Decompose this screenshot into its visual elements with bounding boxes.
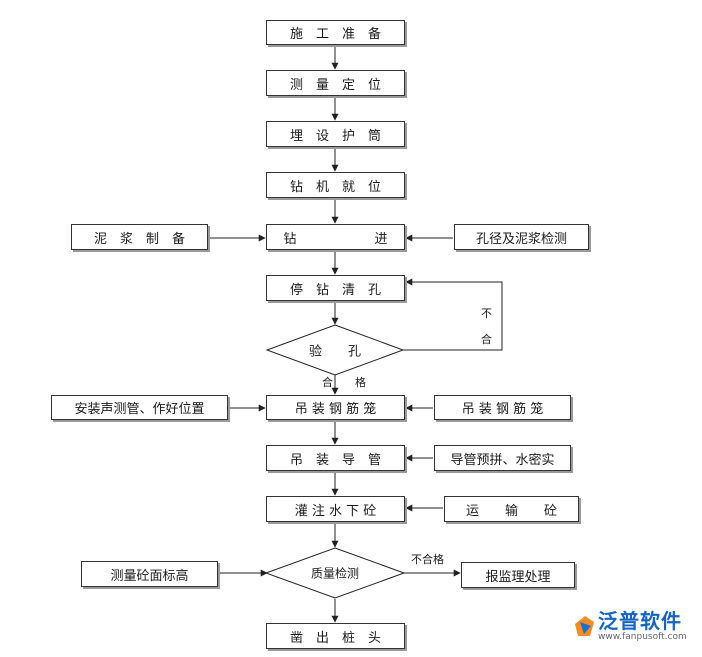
step-hoist-pipe: 吊 装 导 管 [266, 445, 405, 471]
step-rig-in-place: 钻 机 就 位 [266, 172, 405, 198]
side-hole-slurry-check: 孔径及泥浆检测 [454, 224, 589, 250]
label-fail-no: 不 [481, 307, 492, 320]
fanpu-logo: 泛普软件 www.fanpusoft.com [572, 610, 687, 643]
decision-inspect-label: 验 孔 [308, 344, 362, 360]
side-sonic-pipes: 安装声测管、作好位置 [51, 395, 228, 420]
step-bury-casing: 埋 设 护 筒 [266, 121, 405, 147]
decision-inspect [265, 324, 405, 376]
step-construction-prep: 施 工 准 备 [266, 20, 405, 45]
label-pass: 合 格 [322, 376, 366, 389]
label-fail-fit: 合 [481, 333, 492, 346]
step-drilling: 钻 进 [266, 224, 405, 250]
decision-quality-label: 质量检测 [310, 566, 360, 581]
side-measure-elevation: 测量砼面标高 [81, 561, 218, 587]
side-report-supervisor: 报监理处理 [461, 562, 575, 588]
side-slurry-prep: 泥 浆 制 备 [71, 224, 208, 250]
step-survey-position: 测 量 定 位 [266, 70, 405, 96]
step-cut-pile-head: 凿 出 桩 头 [266, 623, 405, 649]
side-pipe-assembly: 导管预拼、水密实 [434, 445, 571, 471]
label-quality-fail: 不合格 [411, 553, 444, 566]
step-pour-concrete: 灌 注 水 下 砼 [266, 496, 405, 522]
logo-name: 泛普软件 [598, 609, 682, 633]
fanpu-logo-icon [575, 615, 594, 636]
logo-url: www.fanpusoft.com [598, 632, 687, 642]
arrow-fail-loop [403, 278, 503, 351]
step-hoist-cage: 吊 装 钢 筋 笼 [266, 395, 405, 420]
decision-quality [264, 547, 406, 599]
side-hoist-cage: 吊 装 钢 筋 笼 [434, 395, 571, 420]
side-transport-concrete: 运 输 砼 [444, 496, 579, 522]
step-stop-clean-hole: 停 钻 清 孔 [266, 275, 405, 301]
